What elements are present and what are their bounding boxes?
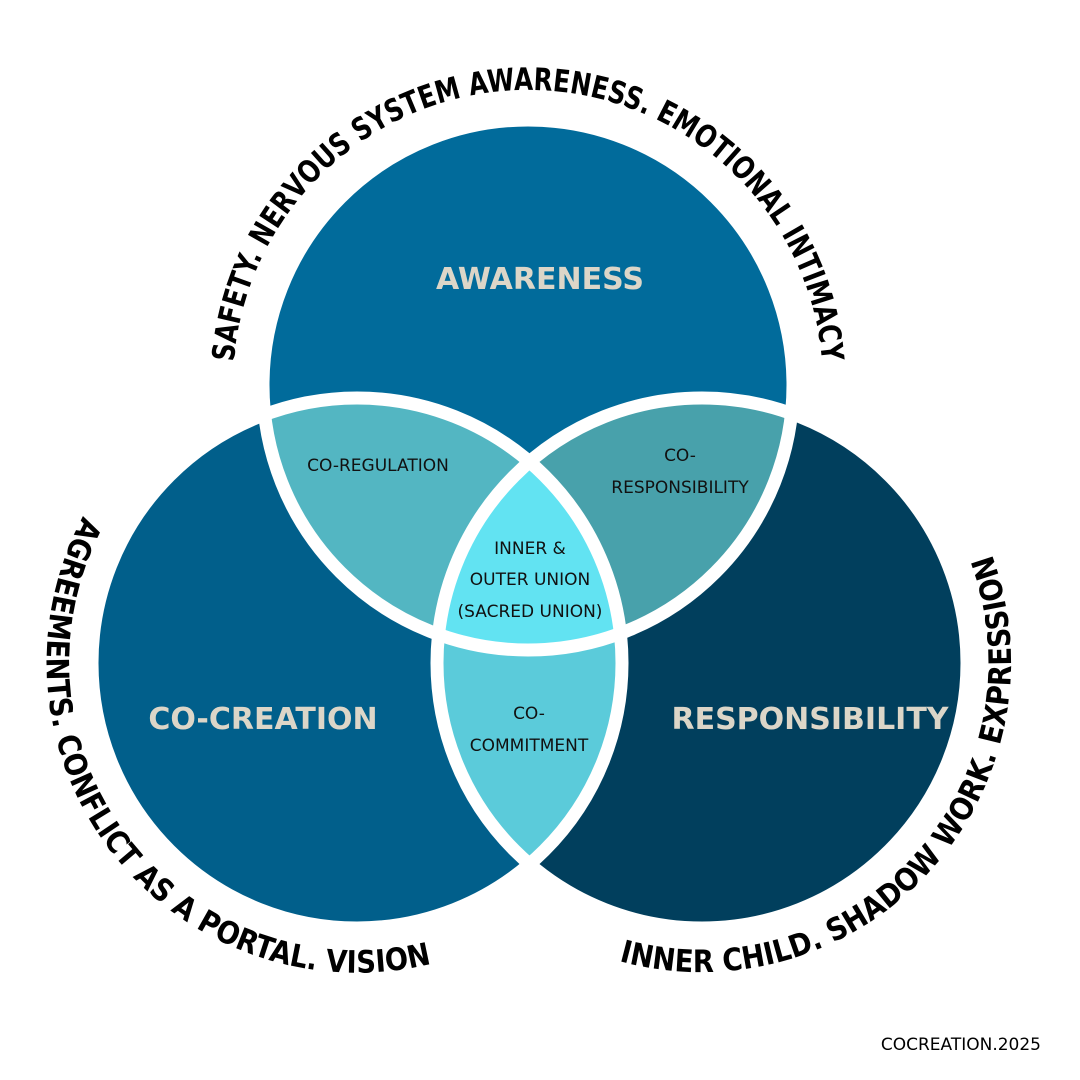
circle-outlines (85, 113, 974, 935)
label-co-responsibility-1: CO- (664, 446, 696, 466)
label-center-1: INNER & (494, 539, 566, 559)
label-center-2: OUTER UNION (470, 570, 590, 590)
overlap-center (437, 398, 622, 650)
label-co-creation: CO-CREATION (148, 702, 377, 737)
label-awareness: AWARENESS (436, 262, 644, 297)
label-co-regulation: CO-REGULATION (307, 456, 449, 476)
label-co-commitment-2: COMMITMENT (470, 736, 589, 756)
credit-text: COCREATION.2025 (881, 1035, 1041, 1055)
label-center-3: (SACRED UNION) (458, 602, 603, 622)
label-co-responsibility-2: RESPONSIBILITY (611, 478, 749, 498)
label-co-commitment-1: CO- (513, 704, 545, 724)
label-responsibility: RESPONSIBILITY (671, 702, 949, 737)
